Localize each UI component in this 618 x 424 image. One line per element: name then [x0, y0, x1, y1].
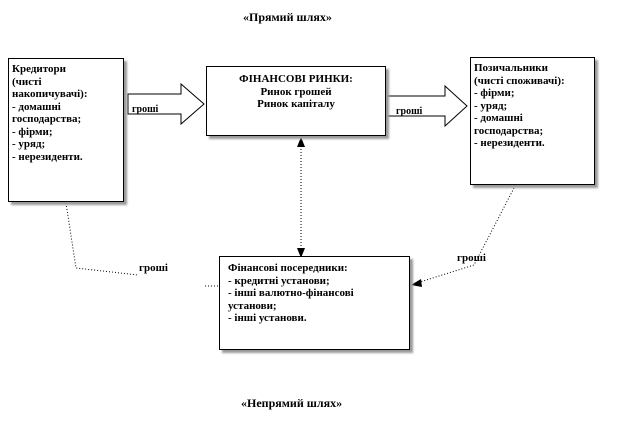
creditors-line: господарства; — [12, 113, 82, 125]
arrowhead-down-icon — [297, 248, 305, 258]
creditors-title: Кредитори — [12, 63, 66, 75]
intermediaries-line: - кредитні установи; — [228, 274, 330, 287]
block-arrow-markets-to-borrowers — [386, 84, 468, 128]
intermediaries-line: установи; — [228, 299, 277, 312]
borrowers-line: - нерезиденти. — [474, 137, 545, 149]
financial-intermediaries-box: Фінансові посередники: - кредитні устано… — [219, 256, 410, 350]
intermediaries-line: - інші установи. — [228, 312, 307, 324]
borrowers-title: Позичальники — [474, 62, 548, 74]
creditors-box: Кредитори (чисті накопичувачі): - домашн… — [8, 58, 124, 202]
creditors-line: - фірми; — [12, 125, 53, 138]
borrowers-line: - уряд; — [474, 99, 508, 112]
intermediaries-line: - інші валютно-фінансові — [228, 287, 354, 299]
markets-title: ФІНАНСОВІ РИНКИ: — [239, 73, 353, 85]
money-flow-label: гроші — [139, 262, 168, 274]
borrowers-line: (чисті споживачі): — [474, 74, 565, 87]
block-arrow-creditors-to-markets — [127, 82, 205, 126]
money-flow-label: гроші — [132, 104, 159, 115]
money-flow-label: гроші — [396, 106, 423, 117]
direct-path-caption: «Прямий шлях» — [243, 10, 332, 24]
borrowers-line: - фірми; — [474, 87, 515, 99]
markets-line: Ринок грошей — [260, 85, 332, 98]
creditors-line: накопичувачі): — [12, 88, 88, 100]
markets-line: Ринок капіталу — [257, 98, 335, 110]
borrowers-line: господарства; — [474, 124, 544, 137]
creditors-line: - нерезиденти. — [12, 150, 83, 163]
creditors-line: - домашні — [12, 100, 61, 113]
borrowers-to-intermediaries-link — [419, 187, 515, 283]
indirect-path-caption: «Непрямий шлях» — [241, 396, 343, 410]
intermediaries-title: Фінансові посередники: — [228, 262, 348, 274]
creditors-line: (чисті — [12, 75, 42, 88]
money-flow-label: гроші — [457, 252, 486, 264]
arrowhead-left-icon — [411, 279, 422, 287]
borrowers-box: Позичальники (чисті споживачі): - фірми;… — [470, 57, 595, 185]
borrowers-line: - домашні — [474, 112, 523, 124]
arrowhead-up-icon — [297, 137, 305, 147]
financial-markets-box: ФІНАНСОВІ РИНКИ: Ринок грошей Ринок капі… — [206, 66, 386, 136]
creditors-line: - уряд; — [12, 138, 46, 150]
creditors-to-intermediaries-link — [65, 202, 139, 276]
